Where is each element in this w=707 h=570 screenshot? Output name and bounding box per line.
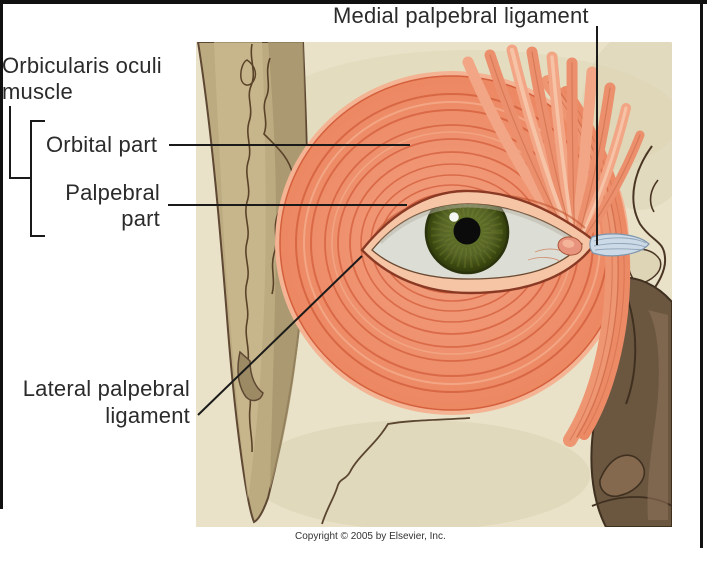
frame-top: [0, 0, 707, 4]
medial-palpebral-ligament: [589, 233, 650, 257]
label-orbicularis-line2: muscle: [2, 79, 73, 104]
frame-right: [700, 0, 703, 548]
label-orbital-part: Orbital part: [46, 132, 158, 157]
pupil: [453, 217, 481, 245]
label-palpebral-line2: part: [121, 206, 160, 231]
label-lateral-line2: ligament: [105, 403, 190, 428]
bone-notch: [237, 350, 264, 402]
eye-highlight: [449, 212, 459, 222]
eye: [360, 189, 598, 295]
leader-lateral-ligament: [197, 255, 363, 416]
copyright-notice: Copyright © 2005 by Elsevier, Inc.: [295, 531, 446, 542]
label-medial-palpebral-ligament: Medial palpebral ligament: [333, 3, 589, 28]
label-palpebral-part: Palpebral part: [60, 180, 160, 232]
label-orbicularis-line1: Orbicularis oculi: [2, 53, 162, 78]
label-palpebral-line1: Palpebral: [65, 180, 160, 205]
caruncle: [557, 236, 583, 256]
label-lateral-palpebral-ligament: Lateral palpebral ligament: [12, 375, 190, 429]
bracket-connector: [9, 106, 30, 179]
label-orbicularis-oculi-muscle: Orbicularis oculi muscle: [2, 53, 162, 105]
cheek-suture: [321, 417, 471, 525]
label-lateral-line1: Lateral palpebral: [22, 376, 190, 401]
frame-left: [0, 0, 3, 509]
leader-lines: [9, 26, 598, 416]
frame-borders: [0, 0, 707, 548]
bracket: [30, 120, 45, 237]
